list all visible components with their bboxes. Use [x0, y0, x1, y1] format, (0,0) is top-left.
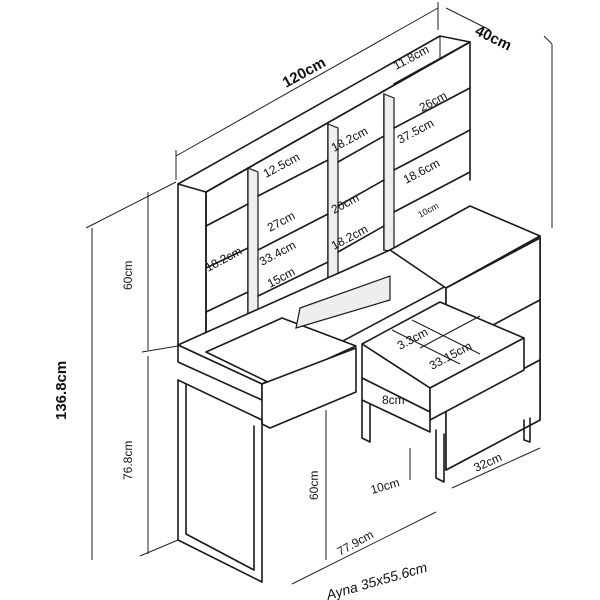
unit-leg-2 — [435, 429, 445, 483]
shelf-l2 — [205, 247, 249, 269]
dimension-lines — [85, 2, 553, 585]
shelf-c1 — [257, 159, 329, 197]
right-drawer-unit — [361, 205, 541, 483]
label-desk-height: 76.8cm — [121, 441, 135, 480]
drawer-divider-a — [391, 329, 461, 365]
label-drawer-front: 8cm — [382, 393, 405, 407]
shelf-r0 — [393, 41, 471, 85]
left-leg-frame — [177, 379, 263, 583]
dim-desk-ext — [141, 345, 179, 353]
shelf-m3 — [337, 225, 385, 253]
unit-leg-3 — [523, 417, 531, 443]
label-total-width: 120cm — [280, 54, 329, 92]
dim-left-width — [291, 511, 437, 585]
hutch-left-side — [177, 183, 207, 356]
label-right-mid-shelf: 18.6cm — [401, 156, 442, 187]
shelf-m1 — [337, 135, 385, 163]
leg-inner — [185, 383, 255, 571]
label-leg-height: 60cm — [307, 471, 321, 500]
label-depth: 40cm — [472, 22, 514, 54]
shelf-l1 — [205, 203, 249, 227]
leg-front — [177, 379, 263, 583]
divider-1-face — [247, 167, 259, 333]
drawer-divider-c — [419, 315, 481, 349]
label-left-mid-shelf: 27cm — [265, 209, 297, 235]
shelf-r1 — [393, 87, 471, 129]
label-left-shelf-width: 33.4cm — [257, 238, 298, 269]
dim-width-line — [175, 7, 439, 157]
shelf-l3 — [205, 291, 249, 313]
shelf-c2 — [257, 213, 329, 251]
shelf-r3 — [393, 171, 471, 213]
drawer-base-front — [361, 377, 431, 433]
label-right-low-shelf: 10cm — [416, 201, 440, 220]
drawer-unit-top-drawer — [389, 205, 541, 289]
label-right-shelf-width: 37.5cm — [395, 116, 436, 147]
label-far-left-shelf: 18.2cm — [203, 244, 244, 275]
label-left-low-shelf: 15cm — [265, 265, 297, 291]
label-total-height: 136.8cm — [53, 361, 70, 420]
label-upper-right-shelf: 26cm — [417, 89, 449, 115]
leg-top-bar — [177, 379, 263, 421]
shelf-m2 — [337, 179, 385, 207]
dim-depth-line — [445, 7, 491, 31]
left-drawer-box — [205, 317, 357, 385]
drawer-divider-b — [411, 319, 481, 355]
unit-leg-1 — [361, 399, 371, 443]
shelf-c3 — [257, 261, 329, 297]
shelf-r2 — [393, 129, 471, 171]
dim-total-top-ext — [85, 181, 177, 229]
label-leg-clearance: 10cm — [369, 475, 401, 497]
dim-bottom-ext — [139, 539, 179, 557]
divider-3-face — [383, 93, 395, 253]
open-drawer-front — [429, 337, 525, 421]
dim-unit-depth — [451, 447, 541, 489]
label-hutch-height: 60cm — [121, 261, 135, 290]
label-mirror: Ayna 35x55.6cm — [323, 559, 429, 600]
label-left-width: 77.9cm — [335, 527, 376, 558]
mirror-slot — [295, 275, 391, 329]
left-drawer-front — [261, 347, 357, 429]
dim-right-tick — [543, 35, 553, 45]
